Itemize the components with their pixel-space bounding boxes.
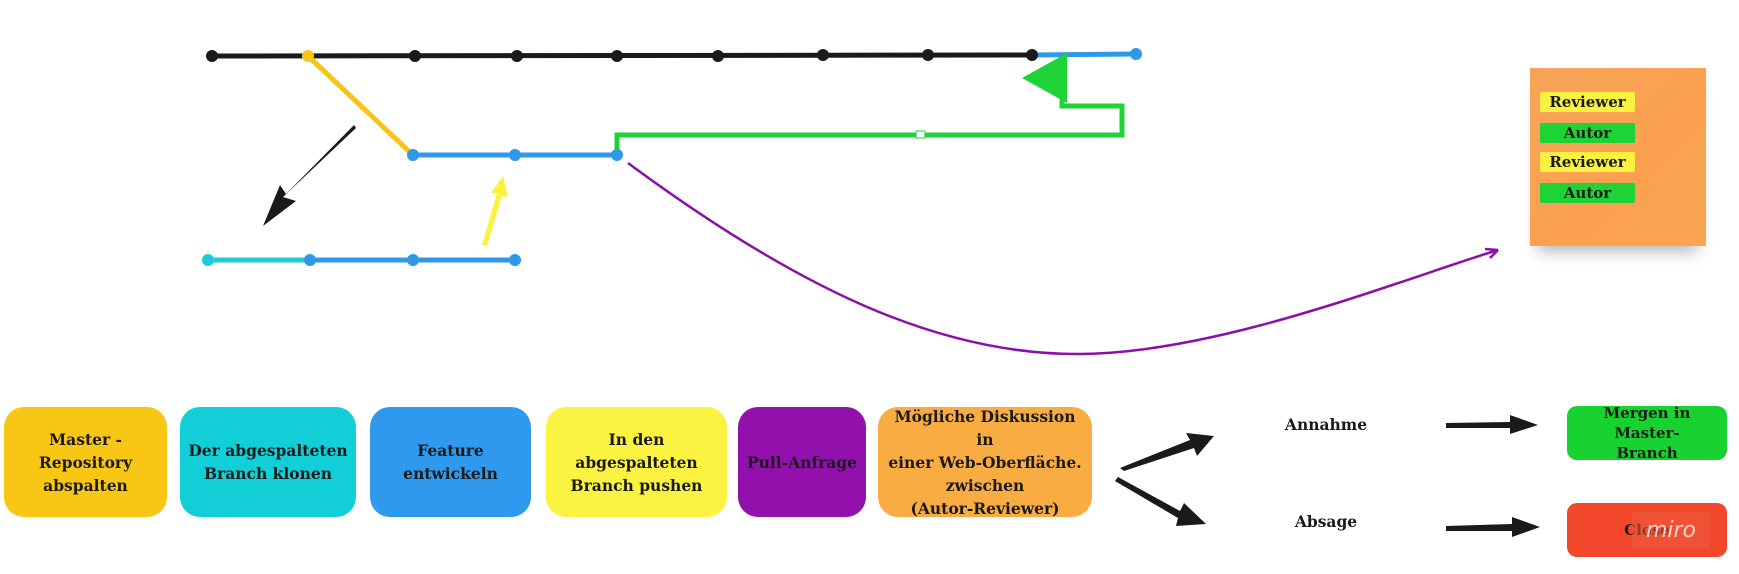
feature-commits (407, 149, 623, 161)
reject-branch-arrow (1115, 477, 1206, 526)
review-curve (627, 161, 1499, 356)
author-tag: Autor (1540, 183, 1635, 203)
step-push-branch: In den abgespalteten Branch pushen (546, 407, 727, 517)
pull-request-path (614, 53, 1125, 150)
clone-commits (202, 254, 521, 266)
review-curve-head (1484, 247, 1499, 259)
step-pull-request: Pull-Anfrage (738, 407, 866, 517)
path-label-marker (915, 130, 926, 139)
master-branch (211, 51, 1136, 59)
reviewer-tag: Reviewer (1540, 92, 1635, 112)
fork-line (306, 54, 415, 157)
merge-result: Mergen in Master- Branch (1567, 404, 1727, 462)
reject-result-arrow (1446, 517, 1540, 537)
step-fork-repository: Master - Repository abspalten (4, 407, 167, 517)
author-tag: Autor (1540, 123, 1635, 143)
push-arrow (482, 176, 508, 246)
step-clone-branch: Der abgespalteten Branch klonen (180, 407, 356, 517)
master-commits (206, 48, 1142, 62)
sticky-note: Reviewer Autor Reviewer Autor (1530, 68, 1706, 246)
step-discussion: Mögliche Diskussion in einer Web-Oberflä… (878, 407, 1092, 518)
accept-label: Annahme (1284, 415, 1368, 434)
miro-watermark: miro (1632, 512, 1710, 548)
accept-branch-arrow (1120, 433, 1214, 471)
reviewer-tag: Reviewer (1540, 152, 1635, 172)
accept-result-arrow (1446, 415, 1538, 434)
reject-label: Absage (1294, 512, 1358, 531)
clone-arrow (263, 125, 356, 226)
step-develop-feature: Feature entwickeln (370, 407, 531, 517)
